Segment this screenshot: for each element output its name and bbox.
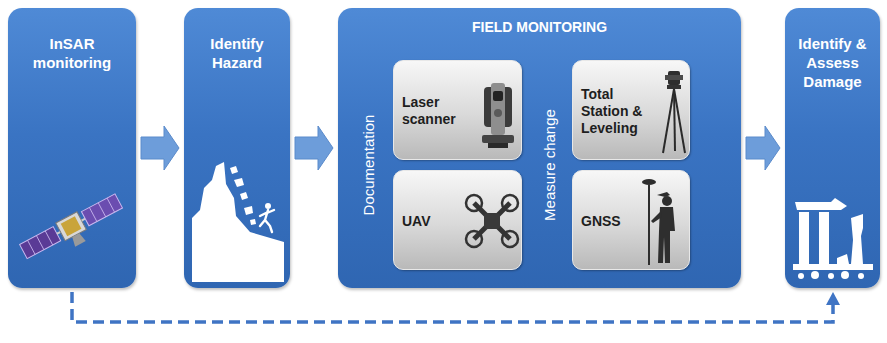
icon-part <box>265 203 271 209</box>
icon-part <box>45 231 53 245</box>
icon-part <box>89 207 97 221</box>
icon-part <box>36 236 44 250</box>
icon-part <box>240 192 248 200</box>
box-heading: InSAR monitoring <box>14 34 130 72</box>
block-arrow <box>746 126 780 170</box>
tool-box: Total Station & Leveling <box>572 60 690 160</box>
group-title: FIELD MONITORING <box>338 18 741 36</box>
gnss-icon <box>639 177 683 267</box>
laser-scanner-icon <box>478 79 518 151</box>
icon-part <box>841 271 849 279</box>
arrow-shape <box>295 126 333 170</box>
icon-part <box>82 219 86 221</box>
icon-part <box>651 211 662 223</box>
icon-part <box>107 198 115 212</box>
icon-part <box>798 273 804 279</box>
icon-part <box>674 89 685 153</box>
icon-part <box>793 264 873 270</box>
icon-part <box>667 85 681 89</box>
icon-part <box>234 178 244 187</box>
process-box: Identify & Assess Damage <box>785 8 880 288</box>
icon-part <box>230 166 238 174</box>
icon-part <box>799 212 809 264</box>
icon-part <box>828 273 834 279</box>
icon-part <box>488 143 508 148</box>
box-heading: Identify & Assess Damage <box>791 34 874 91</box>
icon-part <box>811 271 819 279</box>
tool-box: Laser scanner <box>393 60 522 160</box>
process-box: InSAR monitoring <box>8 8 136 288</box>
block-arrow <box>141 126 179 170</box>
tool-label: UAV <box>402 213 462 230</box>
feedback-connector <box>72 292 840 322</box>
satellite-icon <box>16 188 128 268</box>
tool-label: GNSS <box>581 213 637 230</box>
tool-label: Total Station & Leveling <box>581 86 661 137</box>
block-arrow <box>295 126 333 170</box>
icon-part <box>81 194 122 226</box>
tool-box: GNSS <box>572 170 690 270</box>
side-label: Measure change <box>541 109 558 221</box>
icon-part <box>494 109 502 117</box>
box-heading: Identify Hazard <box>190 34 284 72</box>
icon-part <box>662 196 672 206</box>
arrowhead <box>826 292 840 305</box>
icon-part <box>819 212 829 264</box>
icon-part <box>192 162 284 282</box>
total-station-icon <box>659 67 689 155</box>
tool-label: Laser scanner <box>402 94 466 128</box>
group-box: Laser scanner Total Station & Leveling U… <box>338 8 741 288</box>
icon-part <box>491 83 505 135</box>
ruins-icon <box>791 188 875 280</box>
dashed-line <box>72 292 833 322</box>
icon-part <box>61 216 82 236</box>
icon-part <box>98 203 106 217</box>
icon-part <box>665 75 683 80</box>
icon-part <box>851 214 863 264</box>
icon-part <box>20 227 61 259</box>
icon-part <box>19 192 128 268</box>
icon-part <box>260 210 274 232</box>
icon-part <box>466 195 482 211</box>
icon-part <box>663 89 674 153</box>
icon-part <box>642 179 656 185</box>
icon-part <box>70 232 85 246</box>
icon-part <box>795 198 847 210</box>
arrow-shape <box>746 126 780 170</box>
icon-part <box>493 91 503 101</box>
icon-part <box>482 135 514 143</box>
icon-part <box>502 231 518 247</box>
icon-part <box>250 219 256 225</box>
icon-part <box>466 231 482 247</box>
arrow-shape <box>141 126 179 170</box>
side-label: Documentation <box>360 115 377 216</box>
icon-part <box>244 206 253 215</box>
icon-part <box>674 89 675 151</box>
icon-part <box>837 254 849 264</box>
hazard-icon <box>190 158 286 282</box>
icon-part <box>858 273 864 279</box>
icon-part <box>28 240 36 254</box>
icon-part <box>648 185 650 265</box>
icon-part <box>502 195 518 211</box>
process-box: Identify Hazard <box>184 8 290 288</box>
icon-part <box>484 213 500 229</box>
uav-icon <box>464 193 520 249</box>
icon-part <box>57 232 61 234</box>
tool-box: UAV <box>393 170 522 270</box>
